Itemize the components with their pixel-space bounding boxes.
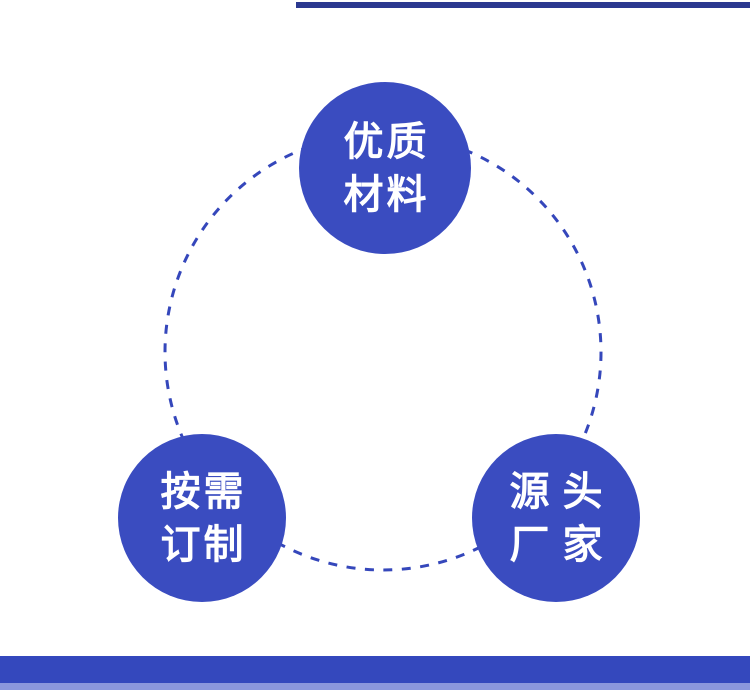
bottom-accent-bar xyxy=(0,656,750,683)
node-label-line2: 材料 xyxy=(343,172,430,217)
node-label-line2: 厂家 xyxy=(509,522,616,567)
node-label-line1: 优质 xyxy=(343,119,430,164)
dashed-ring-circle xyxy=(163,132,603,572)
top-accent-line xyxy=(296,2,750,8)
node-label-line1: 按需 xyxy=(160,469,247,514)
node-circle-custom-order: 按需 订制 xyxy=(118,434,286,602)
node-circle-quality-materials: 优质 材料 xyxy=(299,82,471,254)
node-circle-source-factory: 源头 厂家 xyxy=(472,434,640,602)
node-label-line2: 订制 xyxy=(160,522,247,567)
bottom-light-strip xyxy=(0,683,750,690)
node-label-line1: 源头 xyxy=(509,469,616,514)
